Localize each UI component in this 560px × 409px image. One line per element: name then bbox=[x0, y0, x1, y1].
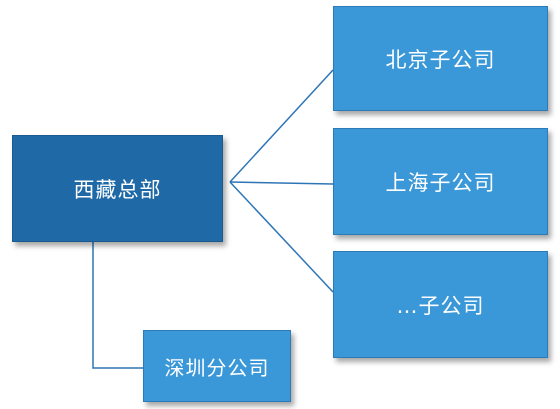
child-node-label: 北京子公司 bbox=[385, 47, 496, 72]
child-node-label: …子公司 bbox=[396, 293, 485, 318]
watermark-brand: 知乎 bbox=[426, 376, 454, 392]
child-node-beijing: 北京子公司 bbox=[333, 6, 548, 111]
child-node-shenzhen: 深圳分公司 bbox=[143, 330, 291, 402]
child-node-label: 上海子公司 bbox=[385, 170, 496, 195]
connector-to-beijing bbox=[229, 69, 334, 183]
child-node-other: …子公司 bbox=[333, 251, 548, 358]
connector-to-shenzhen bbox=[92, 242, 143, 369]
connector-to-other bbox=[229, 181, 334, 293]
child-node-shanghai: 上海子公司 bbox=[333, 128, 548, 235]
watermark: 知乎 @税务民工 bbox=[426, 371, 558, 395]
root-node-label: 西藏总部 bbox=[73, 177, 162, 202]
child-node-label: 深圳分公司 bbox=[164, 355, 270, 380]
root-node-tibet-hq: 西藏总部 bbox=[12, 135, 223, 242]
connector-to-shanghai bbox=[229, 181, 334, 185]
watermark-handle: @税务民工 bbox=[458, 377, 524, 393]
